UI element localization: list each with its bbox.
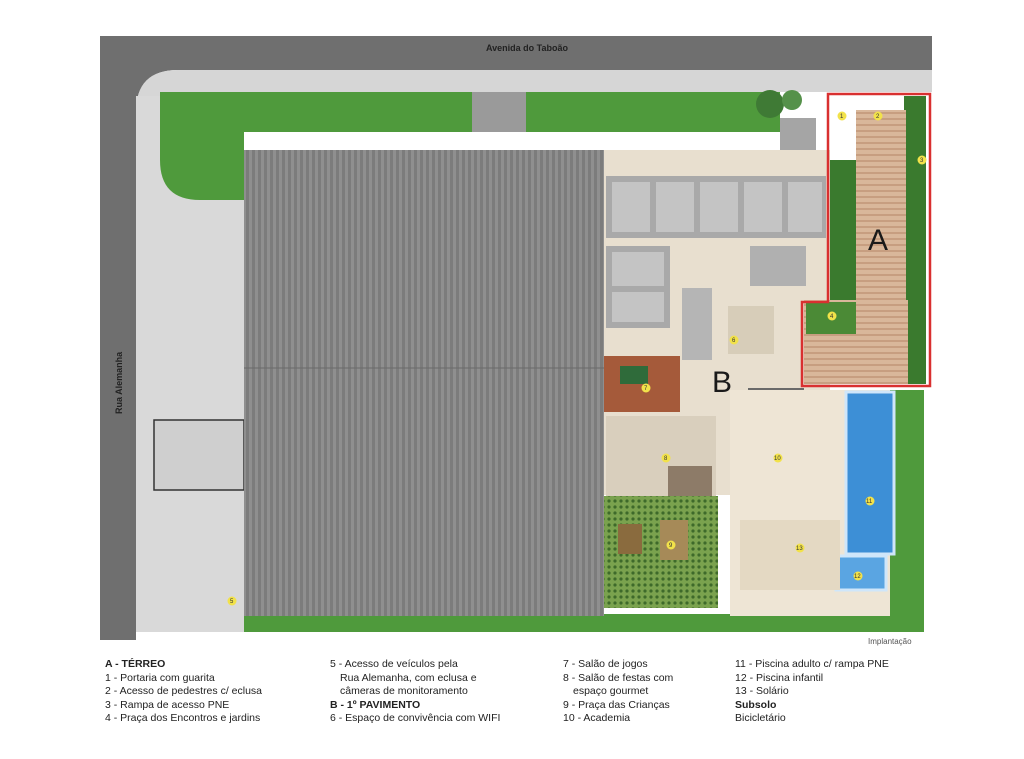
apartment-block-right (750, 246, 806, 286)
zone-a-letter: A (868, 224, 888, 257)
svg-text:5: 5 (230, 599, 234, 605)
svg-text:3: 3 (920, 158, 924, 164)
pedestrian-access (472, 92, 526, 132)
marker-2: 2 (873, 111, 883, 121)
svg-text:6: 6 (732, 338, 736, 344)
legend-item: Rua Alemanha, com eclusa e (340, 671, 477, 684)
solarium (740, 520, 840, 590)
marker-10: 10 (773, 453, 783, 463)
lawn-bottom (244, 614, 924, 632)
svg-text:7: 7 (644, 386, 648, 392)
marker-11: 11 (865, 496, 875, 506)
garden-right (904, 96, 926, 384)
svg-text:9: 9 (669, 543, 673, 549)
street-left-label: Rua Alemanha (114, 351, 124, 414)
svg-text:8: 8 (664, 456, 668, 462)
legend-item: 4 - Praça dos Encontros e jardins (105, 712, 261, 725)
legend-column-3: 7 - Salão de jogos 8 - Salão de festas c… (563, 658, 673, 726)
legend-item: 9 - Praça das Crianças (563, 698, 670, 711)
legend-item: 10 - Academia (563, 712, 631, 725)
legend-item: 3 - Rampa de acesso PNE (105, 698, 230, 711)
legend-heading: B - 1º PAVIMENTO (330, 698, 421, 711)
svg-text:12: 12 (854, 574, 861, 580)
legend-item: 7 - Salão de jogos (563, 658, 648, 670)
legend-column-1: A - TÉRREO 1 - Portaria com guarita 2 - … (105, 658, 262, 726)
legend-item: 8 - Salão de festas com (563, 671, 674, 684)
marker-13: 13 (795, 543, 805, 553)
marker-8: 8 (661, 453, 671, 463)
svg-text:13: 13 (796, 546, 803, 552)
lawn-top (160, 92, 780, 132)
apartment-block-mid (682, 288, 712, 360)
legend-item: câmeras de monitoramento (340, 685, 468, 698)
legend-heading: A - TÉRREO (105, 658, 166, 670)
kids-pool (834, 554, 888, 592)
parking-roof (244, 150, 604, 616)
svg-text:2: 2 (876, 114, 880, 120)
marker-12: 12 (853, 571, 863, 581)
legend-item: espaço gourmet (573, 685, 649, 698)
site-plan: A B Avenida do Taboão Rua Alemanha 1 2 3… (100, 36, 932, 640)
legend-item: 13 - Solário (735, 685, 789, 698)
svg-text:11: 11 (866, 499, 873, 505)
zone-b-letter: B (712, 366, 732, 399)
zone-a-border (800, 92, 932, 388)
legend-item: 5 - Acesso de veículos pela (330, 658, 458, 670)
legend-item: 1 - Portaria com guarita (105, 671, 215, 684)
driveway (153, 419, 245, 491)
marker-6: 6 (729, 335, 739, 345)
adult-pool (844, 390, 896, 556)
street-top-label: Avenida do Taboão (486, 43, 569, 53)
svg-text:1: 1 (840, 114, 844, 120)
legend-item: 6 - Espaço de convivência com WIFI (330, 712, 501, 725)
lawn-right (890, 390, 924, 630)
legend-heading: Subsolo (735, 698, 777, 711)
marker-4: 4 (827, 311, 837, 321)
legend-item: 2 - Acesso de pedestres c/ eclusa (105, 685, 263, 698)
marker-3: 3 (917, 155, 927, 165)
legend-item: 12 - Piscina infantil (735, 671, 824, 684)
svg-text:10: 10 (774, 456, 781, 462)
legend-column-2: 5 - Acesso de veículos pela Rua Alemanha… (330, 658, 500, 726)
gatehouse (780, 118, 816, 150)
marker-9: 9 (666, 540, 676, 550)
marker-7: 7 (641, 383, 651, 393)
marker-1: 1 (837, 111, 847, 121)
legend-item: Bicicletário (735, 712, 786, 725)
legend-column-4: 11 - Piscina adulto c/ rampa PNE 12 - Pi… (735, 658, 889, 726)
marker-5: 5 (227, 596, 237, 606)
legend-item: 11 - Piscina adulto c/ rampa PNE (735, 658, 889, 670)
svg-text:4: 4 (830, 314, 834, 320)
plan-caption: Implantação (868, 637, 912, 646)
lawn-corner (160, 132, 244, 200)
coexistence-space (728, 306, 774, 354)
